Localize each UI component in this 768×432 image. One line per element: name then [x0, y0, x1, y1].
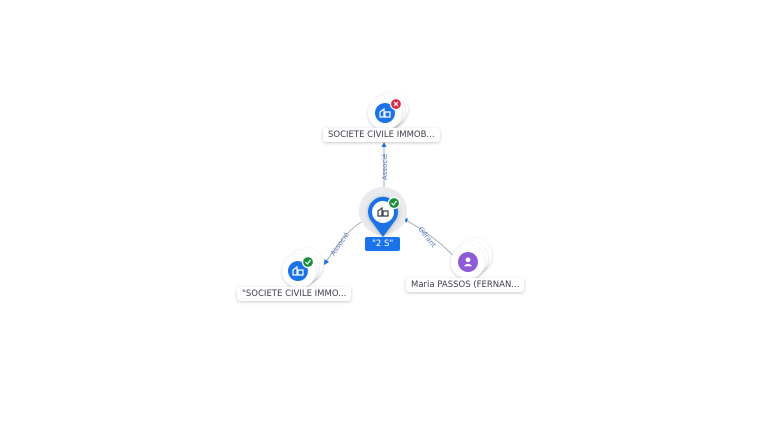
closed-status-icon	[389, 97, 403, 111]
edge-left[interactable]: Associé	[324, 219, 367, 265]
node-right[interactable]	[451, 238, 492, 279]
building-icon	[379, 107, 391, 118]
building-icon	[292, 265, 304, 276]
active-status-icon	[301, 255, 315, 269]
node-top-label[interactable]: SOCIETE CIVILE IMMOB...	[323, 128, 440, 142]
node-center[interactable]	[359, 187, 407, 237]
edge-right-label: Gérant	[416, 225, 437, 249]
node-center-label[interactable]: "2 S"	[365, 237, 401, 251]
node-right-label[interactable]: Maria PASSOS (FERNAN...	[406, 278, 525, 292]
node-left[interactable]	[282, 248, 323, 288]
node-top[interactable]	[368, 92, 408, 130]
node-left-label[interactable]: "SOCIETE CIVILE IMMO...	[237, 287, 352, 301]
person-icon	[463, 257, 473, 267]
building-icon	[377, 206, 389, 217]
edge-left-label: Associé	[329, 231, 351, 257]
edge-top-label: Associé	[381, 154, 389, 180]
edge-right[interactable]: Gérant	[403, 218, 456, 259]
active-status-icon	[387, 196, 401, 210]
